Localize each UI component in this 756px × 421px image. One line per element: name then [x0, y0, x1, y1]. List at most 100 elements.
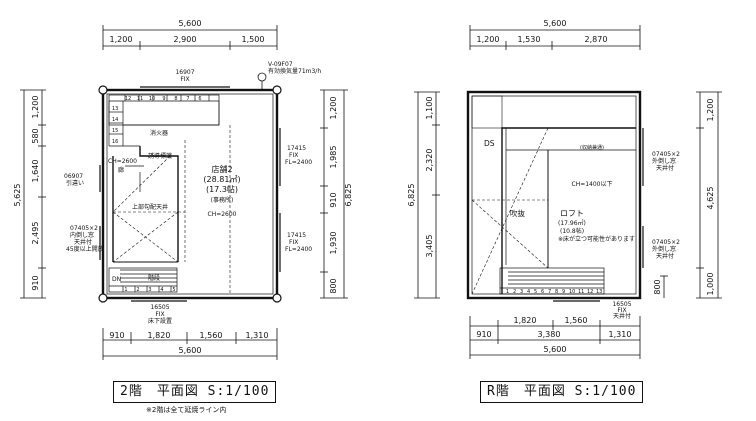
planR-dim-bottom-mid: 3,380	[538, 330, 561, 339]
plan2-vent-code: V-09F07	[268, 61, 293, 68]
plan2-fire-extinguisher: 消火器	[150, 129, 168, 137]
stair-number: 8	[174, 96, 177, 102]
stair-number: 12	[587, 289, 593, 295]
stair-number: 1	[124, 287, 127, 293]
stair-number: 15	[112, 128, 118, 134]
stair-number: 16	[112, 139, 118, 145]
plan2-partitions	[112, 146, 179, 263]
plan2-dim-right-part: 910	[329, 192, 338, 207]
plan2-vent-spec: 有効換気量71m3/h	[268, 67, 321, 75]
stair-number: 10	[149, 96, 155, 102]
plan2-left-window2-line: 内倒し窓	[70, 231, 94, 239]
plan-r: 5,600 1,200 1,530 2,870 1,820 1,560 910 …	[407, 19, 722, 359]
planR-bottom-window-code: 16505	[612, 301, 631, 308]
planR-bottom-window-type: FIX	[617, 307, 626, 314]
planR-storage: (収納兼通)	[580, 144, 604, 151]
planR-loft-note: ※床が立つ可能性があります	[558, 235, 635, 243]
planR-ds: DS	[484, 139, 495, 148]
planR-right-window1-mount: 天井付	[656, 164, 674, 172]
stair-number: 9	[162, 96, 165, 102]
planR-dim-left-total: 6,825	[407, 184, 416, 207]
plan2-dim-bottom	[102, 328, 278, 360]
plan2-top-window-type: FIX	[180, 76, 189, 83]
stair-number: 4	[527, 289, 530, 295]
stair-number: 5	[534, 289, 537, 295]
plan2-ch-left: CH=2600	[108, 158, 137, 165]
plan2-right-window2-fl: FL=2400	[285, 246, 312, 253]
plan2-bottom-window-type: FIX	[155, 311, 164, 318]
plan2-stair-label: 階段	[148, 274, 160, 282]
planR-windows	[553, 128, 644, 302]
planR-dim-bottom-part: 910	[476, 330, 491, 339]
plan2-dim-left-part: 1,200	[31, 96, 40, 119]
stair-number: 12	[125, 96, 131, 102]
plan2-room-use: (事務所)	[211, 196, 234, 204]
plan2-dim-right-total: 6,825	[344, 184, 353, 207]
plan2-stair-down: DN	[112, 276, 121, 283]
planR-right-window2-code: 07405×2	[652, 239, 680, 246]
planR-bottom-window-mount: 天井付	[613, 312, 631, 320]
plan2-dim-right-part: 1,985	[329, 146, 338, 169]
planR-dim-bottom-part: 1,310	[609, 330, 632, 339]
plan2-bottom-window-code: 16505	[150, 304, 169, 311]
planR-dim-top-part: 1,530	[518, 35, 541, 44]
plan2-left-window2-line: 45度以上開放	[66, 245, 104, 253]
planR-dim-bottom-total: 5,600	[544, 345, 567, 354]
stair-number: 13	[112, 106, 118, 112]
plan2-dim-left-part: 2,495	[31, 222, 40, 245]
planR-dim-bottom	[469, 316, 641, 359]
planR-loft-area: (17.96㎡)	[558, 219, 586, 227]
planR-ch-low: CH=1400以下	[572, 181, 613, 188]
planR-dim-right	[660, 91, 722, 299]
plan2-left-window-code: 06907	[64, 173, 83, 180]
plan2-right-window1-code: 17415	[287, 145, 306, 152]
plan2-dim-left-part: 1,640	[31, 160, 40, 183]
planR-dim-bottom-part: 1,560	[565, 316, 588, 325]
planR-dim-left-part: 1,100	[425, 97, 434, 120]
plan2-stair-bottom	[108, 267, 178, 293]
plan2-dim-top-part: 1,500	[242, 35, 265, 44]
plan2-guide-sign: 誘導標識	[148, 152, 172, 160]
stair-number: 9	[562, 289, 565, 295]
stair-number: 14	[112, 117, 118, 123]
stair-number: 4	[160, 287, 163, 293]
plan2-dim-top	[102, 25, 278, 50]
plan2-stair-top	[108, 94, 220, 147]
plan2-dim-top-part: 2,900	[174, 35, 197, 44]
plan2-dim-right-part: 1,200	[329, 97, 338, 120]
stair-number: 7	[548, 289, 551, 295]
plan2-room-ch: CH=2600	[208, 211, 237, 218]
plan2-dim-bottom-part: 1,820	[148, 331, 171, 340]
planR-dim-bottom-part: 1,820	[514, 316, 537, 325]
stair-number: 10	[569, 289, 575, 295]
plan2-right-window1-type: FIX	[289, 152, 298, 159]
stair-number: 6	[198, 96, 201, 102]
plan2-dim-right	[320, 89, 348, 299]
plan2-dim-left-part: 910	[31, 275, 40, 290]
stair-number: 2	[513, 289, 516, 295]
plan2-left-window-type: 引違い	[66, 179, 84, 187]
planR-loft-name: ロフト	[560, 209, 584, 218]
planR-dim-right-part: 1,200	[706, 99, 715, 122]
stair-number: 2	[136, 287, 139, 293]
plan2-title: 2階 平面図 S:1/100	[113, 381, 277, 403]
plan2-right-window2-code: 17415	[287, 232, 306, 239]
stair-number: 11	[137, 96, 143, 102]
plan-2f: 5,600 1,200 2,900 1,500 910 1,820 1,560 …	[13, 19, 353, 360]
planR-dim-top-part: 1,200	[477, 35, 500, 44]
stair-number: 5	[172, 287, 175, 293]
plan2-vent-icon	[257, 72, 267, 90]
plan2-left-window2-line: 07405×2	[70, 225, 98, 232]
stair-number: 3	[520, 289, 523, 295]
planR-right-window1-code: 07405×2	[652, 151, 680, 158]
planR-dim-left-part: 3,405	[425, 235, 434, 258]
plan2-dim-bottom-part: 910	[109, 331, 124, 340]
stair-number: 7	[186, 96, 189, 102]
stair-number: 13	[596, 289, 602, 295]
planR-stair-numbers: 1 2 3 4 5 6 7 8 9 10 11 12 13	[506, 289, 602, 295]
plan2-corridor: 廊	[118, 166, 124, 174]
planR-stair	[499, 267, 605, 295]
plan2-dim-bottom-total: 5,600	[179, 346, 202, 355]
plan2-dim-top-part: 1,200	[110, 35, 133, 44]
